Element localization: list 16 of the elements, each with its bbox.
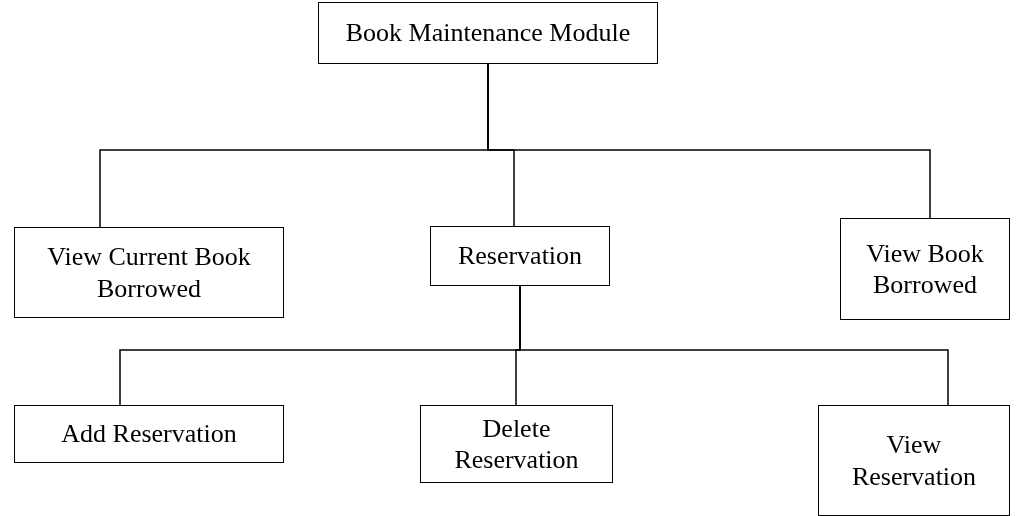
module-box	[430, 226, 610, 286]
module-box	[318, 2, 658, 64]
module-box	[14, 227, 284, 318]
module-box	[420, 405, 613, 483]
module-label: Add Reservation	[61, 418, 237, 450]
module-label: Reservation	[457, 240, 583, 272]
module-box	[818, 405, 1010, 516]
connector-line	[519, 285, 949, 406]
module-label: View Book Borrowed	[865, 237, 985, 301]
module-label: View Reservation	[850, 429, 978, 492]
module-label: View Current Book Borrowed	[46, 241, 252, 304]
module-box	[840, 218, 1010, 320]
module-label: Book Maintenance Module	[345, 17, 631, 49]
connector-line	[487, 63, 931, 219]
module-label: Delete Reservation	[453, 412, 580, 476]
module-box	[14, 405, 284, 463]
